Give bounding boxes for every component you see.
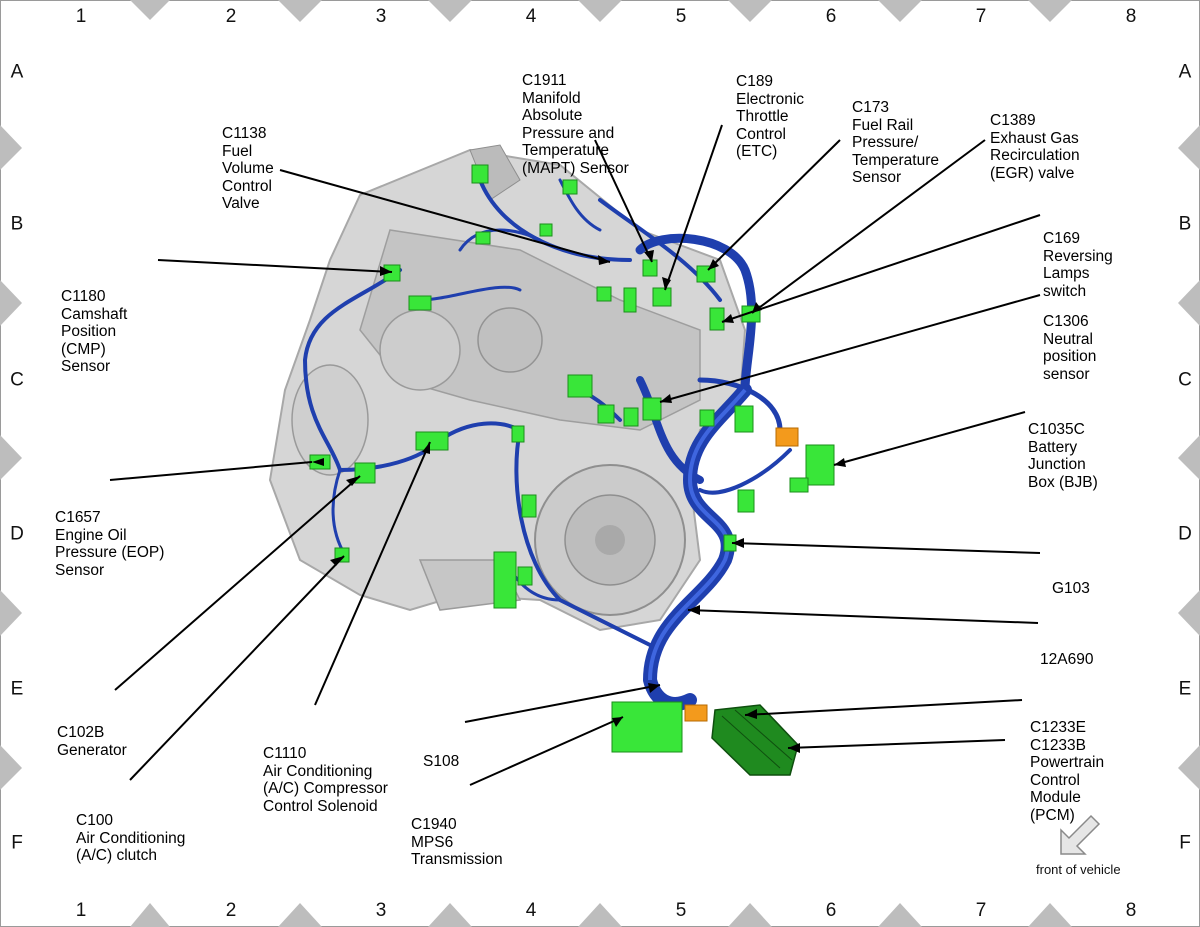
zone-row-label: D [10,523,24,545]
zone-column-label: 8 [1125,900,1137,921]
zone-row-label: B [1178,213,1192,235]
zone-row-label: E [1178,678,1192,700]
leader-lines [109,124,1041,786]
zone-column-label: 6 [825,900,837,921]
zone-row-label: D [1178,523,1192,545]
zone-row-label: C [10,369,24,391]
zone-row-label: F [1179,832,1191,854]
zone-column-label: 3 [375,900,387,921]
zone-column-label: 6 [825,6,837,27]
pcm-orange-connector [684,704,708,722]
zone-column-label: 2 [225,900,237,921]
zone-column-label: 1 [75,900,87,921]
zone-row-label: A [1178,61,1192,83]
bjb-orange-connector [775,427,799,447]
arrowheads [312,250,846,753]
front-of-vehicle-label: front of vehicle [1036,862,1121,877]
zone-row-label: B [10,213,24,235]
zone-row-label: E [10,678,24,700]
connectors [309,164,835,753]
callout-s108: S108 [423,753,460,770]
zone-column-label: 8 [1125,6,1137,27]
callout-harness-12a690: 12A690 [1040,651,1094,668]
harness-highlight [648,388,747,681]
pcm-module [711,704,799,776]
zone-column-label: 1 [75,6,87,27]
front-of-vehicle-arrow-icon [1060,814,1101,855]
zone-row-label: A [10,61,24,83]
zone-column-label: 7 [975,6,987,27]
zone-column-label: 3 [375,6,387,27]
callout-g103: G103 [1052,580,1090,597]
zone-column-label: 7 [975,900,987,921]
zone-column-label: 4 [525,6,537,27]
zone-row-label: F [11,832,23,854]
zone-column-label: 5 [675,6,687,27]
zone-column-label: 4 [525,900,537,921]
zone-column-label: 5 [675,900,687,921]
zone-column-label: 2 [225,6,237,27]
zone-row-label: C [1178,369,1192,391]
